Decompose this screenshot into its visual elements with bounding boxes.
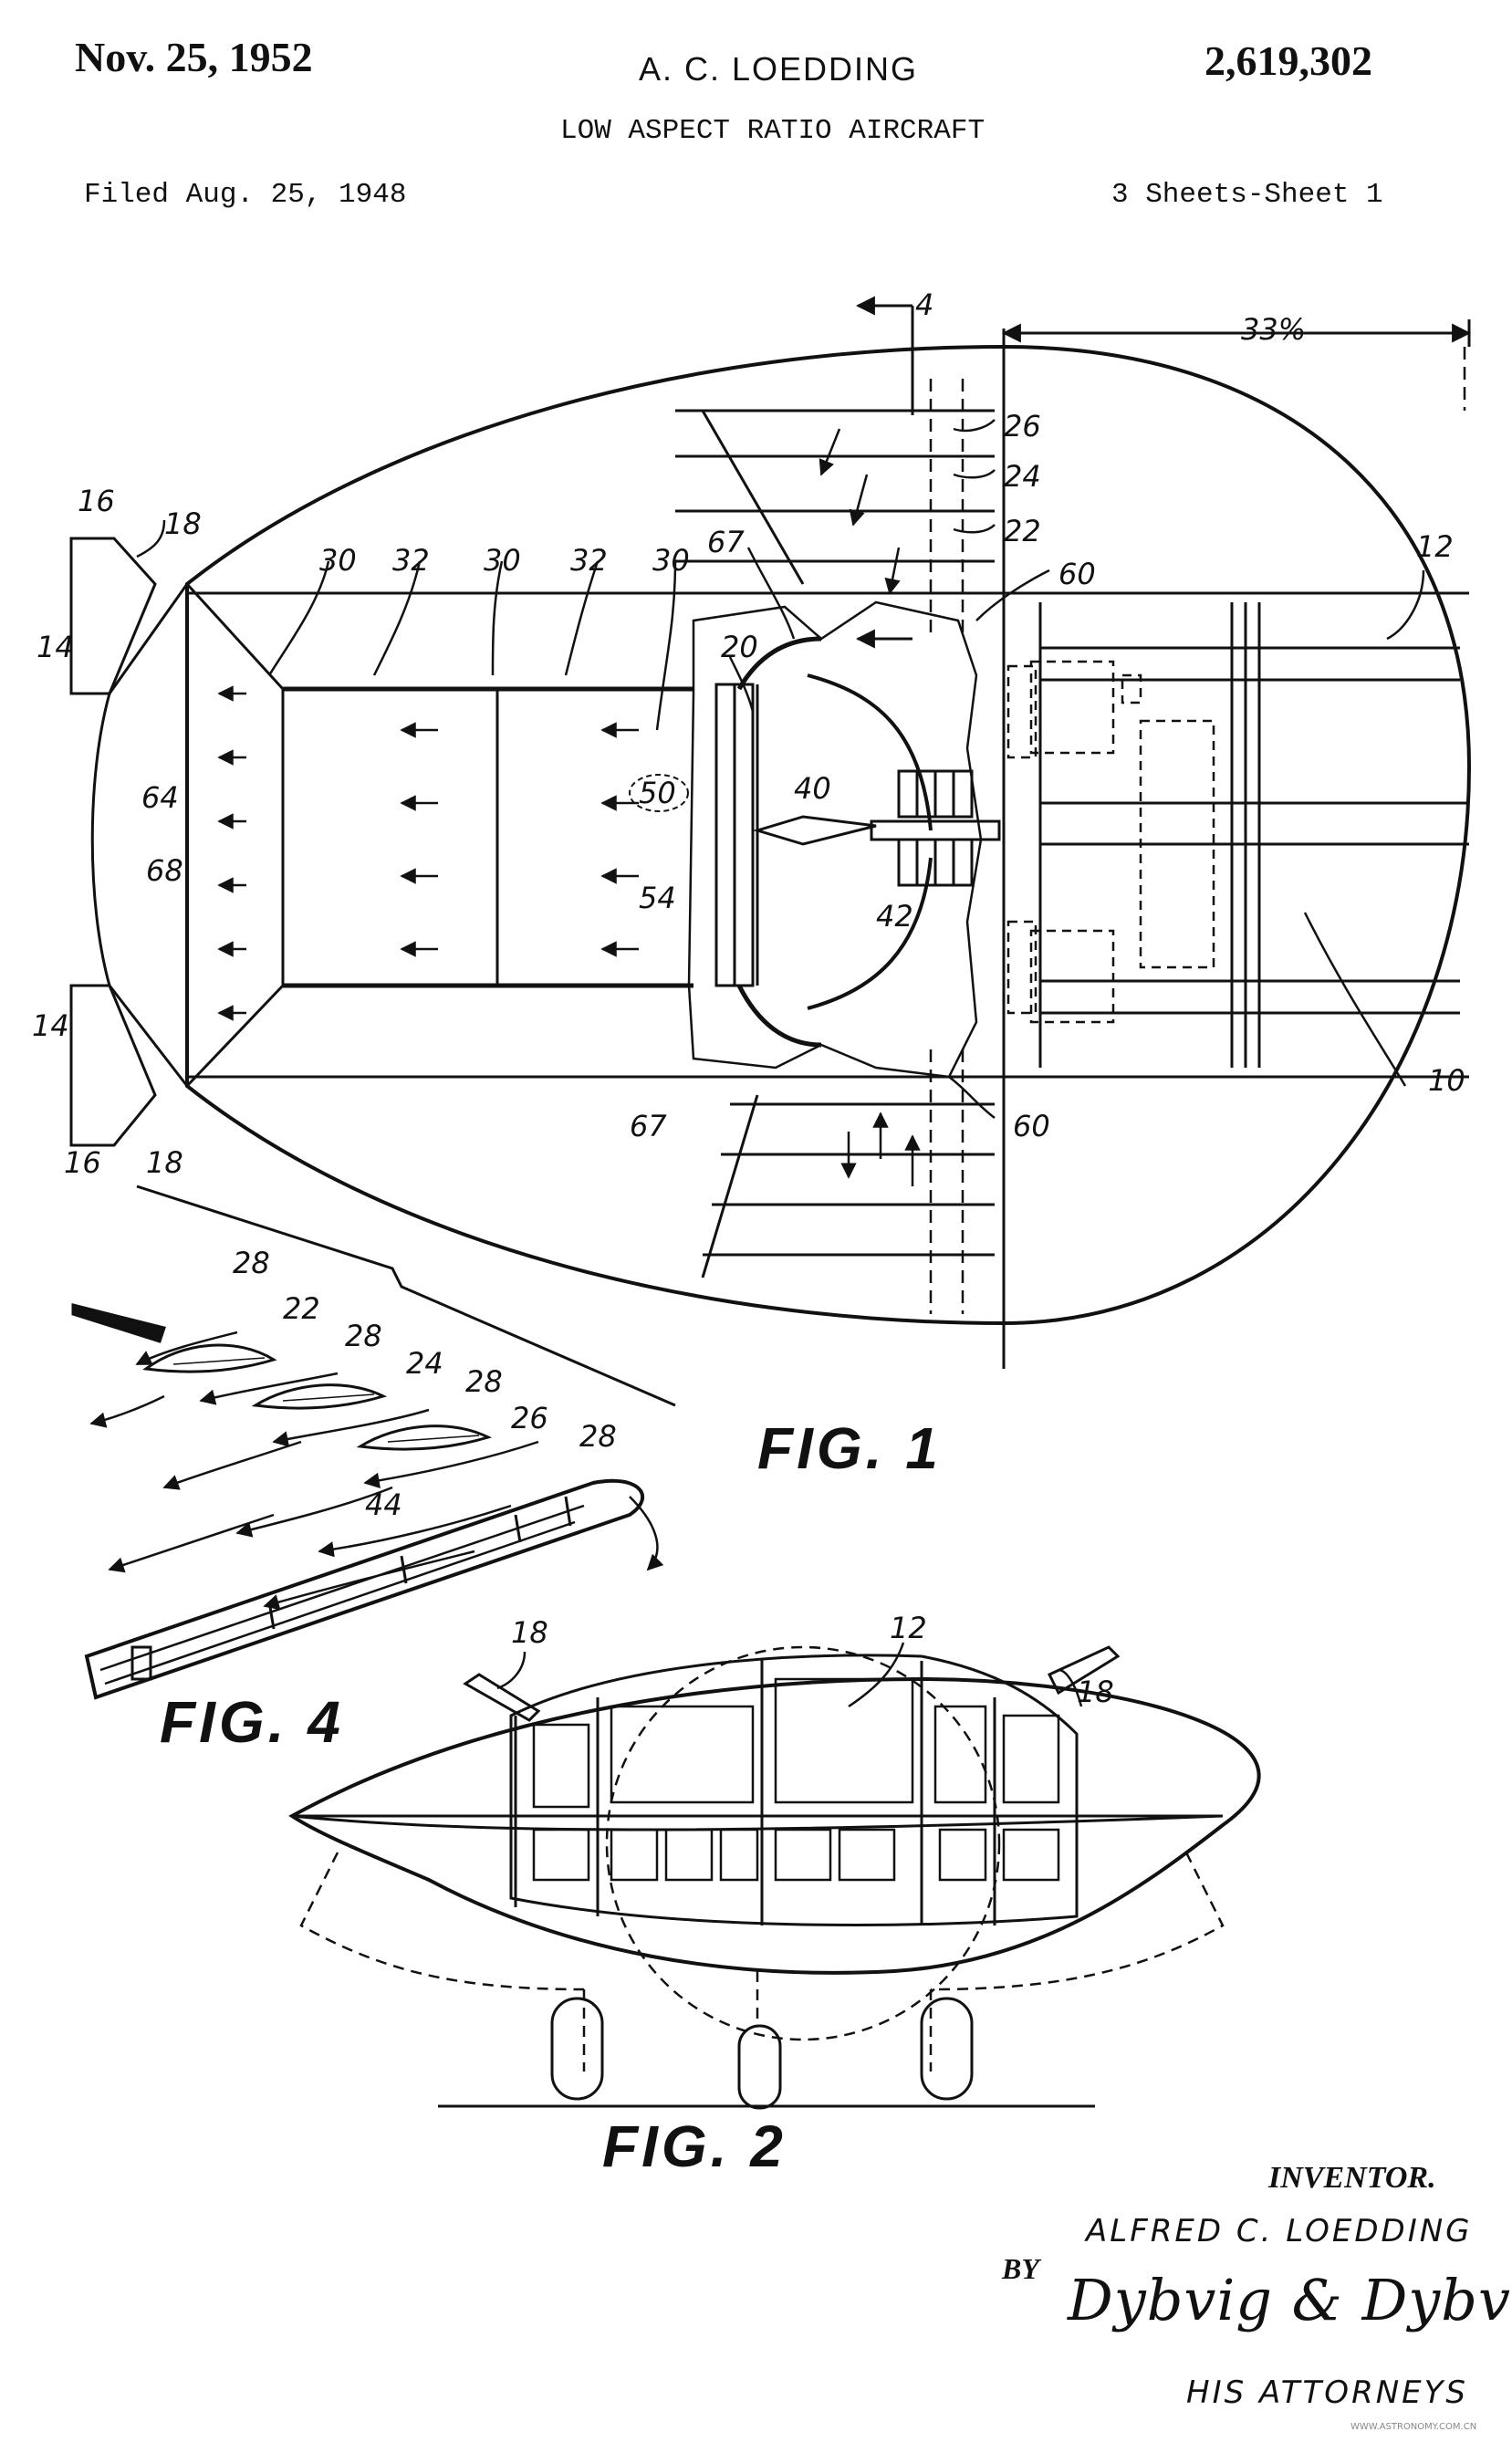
fig2-wheel-left — [550, 1997, 604, 2101]
fig1-tail-fin-upper — [69, 537, 157, 695]
fig1-ref-24: 24 — [1004, 459, 1041, 494]
fig4-ref-44: 44 — [365, 1487, 402, 1522]
sheet-count: 3 Sheets-Sheet 1 — [1111, 179, 1383, 211]
fig1-label: FIG. 1 — [757, 1415, 942, 1481]
fig1-ref-14-lower: 14 — [32, 1008, 69, 1043]
fig1-ref-67-upper: 67 — [707, 525, 745, 559]
fig2-wheel-center — [737, 2024, 782, 2110]
fig1-ref-30-a: 30 — [319, 543, 357, 578]
fig2-drawing — [288, 1642, 1261, 2110]
fig1-section-mark: 4 — [915, 287, 933, 322]
fig1-ref-30-c: 30 — [652, 543, 690, 578]
fig2-ref-18-left: 18 — [511, 1615, 548, 1650]
fig1-ref-60-lower: 60 — [1013, 1109, 1050, 1143]
fig1-flow-arrows — [217, 428, 921, 1186]
fig4-ref-28-d: 28 — [579, 1419, 617, 1454]
fig1-ref-54: 54 — [639, 881, 676, 915]
fig4-ref-22: 22 — [283, 1291, 320, 1326]
fig1-ref-30-b: 30 — [484, 543, 521, 578]
fig1-cockpit-grid — [1038, 602, 1469, 1068]
fig4-ref-24: 24 — [406, 1346, 443, 1381]
fig1-ref-64: 64 — [141, 780, 179, 815]
fig2-canopy — [509, 1654, 1079, 1927]
fig4-ref-28-a: 28 — [233, 1246, 270, 1280]
fig4-ref-28-c: 28 — [465, 1364, 503, 1399]
fig1-ref-16-lower: 16 — [64, 1145, 101, 1180]
attorneys-label: HIS ATTORNEYS — [1186, 2374, 1468, 2411]
fig1-duct-upper — [807, 673, 933, 831]
inventor-header: A. C. LOEDDING — [639, 50, 919, 88]
filed-date: Filed Aug. 25, 1948 — [84, 179, 407, 211]
fig1-ref-42: 42 — [876, 899, 913, 934]
fig4-airfoil-24 — [251, 1383, 388, 1410]
fig1-ref-22: 22 — [1004, 514, 1041, 548]
fig1-ref-32-b: 32 — [570, 543, 608, 578]
fig1-ref-18-upper: 18 — [164, 506, 202, 541]
attorney-signature: Dybvig & Dybvig — [1068, 2267, 1512, 2333]
fig2-label: FIG. 2 — [602, 2113, 787, 2179]
fig4-ref-28-b: 28 — [345, 1319, 382, 1353]
fig4-wing-section — [84, 1478, 644, 1700]
fig2-ref-18-right: 18 — [1077, 1675, 1114, 1709]
fig1-ref-40: 40 — [794, 771, 831, 806]
fig2-body-outline — [288, 1676, 1261, 1975]
fig1-ref-68: 68 — [146, 853, 183, 888]
fig1-ref-14-upper: 14 — [36, 630, 74, 664]
watermark: WWW.ASTRONOMY.COM.CN — [1350, 2422, 1477, 2432]
fig1-percent-label: 33% — [1241, 312, 1306, 347]
fig1-cutaway — [687, 600, 983, 1079]
fig1-ref-12: 12 — [1416, 529, 1454, 564]
patent-date: Nov. 25, 1952 — [75, 34, 313, 80]
fig4-airfoil-22 — [142, 1343, 277, 1373]
fig1-ref-20: 20 — [721, 630, 758, 664]
fig1-tail-fin-lower — [69, 984, 157, 1147]
fig4-label: FIG. 4 — [160, 1689, 344, 1755]
fig1-engine-cluster — [870, 769, 1001, 887]
fig1-ref-50: 50 — [639, 776, 676, 810]
fig2-ref-12: 12 — [890, 1611, 927, 1645]
fig1-ref-16-upper: 16 — [78, 484, 115, 518]
fig1-hull-outline — [185, 344, 1472, 1326]
fig1-ref-60-upper: 60 — [1058, 557, 1096, 591]
fig1-duct-lower — [807, 857, 933, 1010]
inventor-label: INVENTOR. — [1268, 2161, 1436, 2195]
by-label: BY — [1002, 2252, 1039, 2285]
fig1-tail-edge — [90, 693, 111, 986]
patent-title: LOW ASPECT RATIO AIRCRAFT — [560, 115, 985, 147]
fig1-ref-26: 26 — [1004, 409, 1041, 444]
patent-number: 2,619,302 — [1204, 37, 1372, 84]
fig1-ref-67-lower: 67 — [630, 1109, 667, 1143]
fig4-airfoil-26 — [356, 1424, 493, 1451]
fig1-ref-32-a: 32 — [392, 543, 430, 578]
fig1-ref-50-ring — [629, 774, 689, 812]
inventor-name: ALFRED C. LOEDDING — [1086, 2213, 1473, 2249]
fig1-ref-18-lower: 18 — [146, 1145, 183, 1180]
fig2-wheel-right — [920, 1997, 974, 2101]
fig1-drawing — [69, 296, 1472, 1369]
fig4-drawing — [71, 1184, 676, 1700]
fig1-ref-10: 10 — [1428, 1063, 1465, 1098]
fig4-ref-26: 26 — [511, 1401, 548, 1435]
